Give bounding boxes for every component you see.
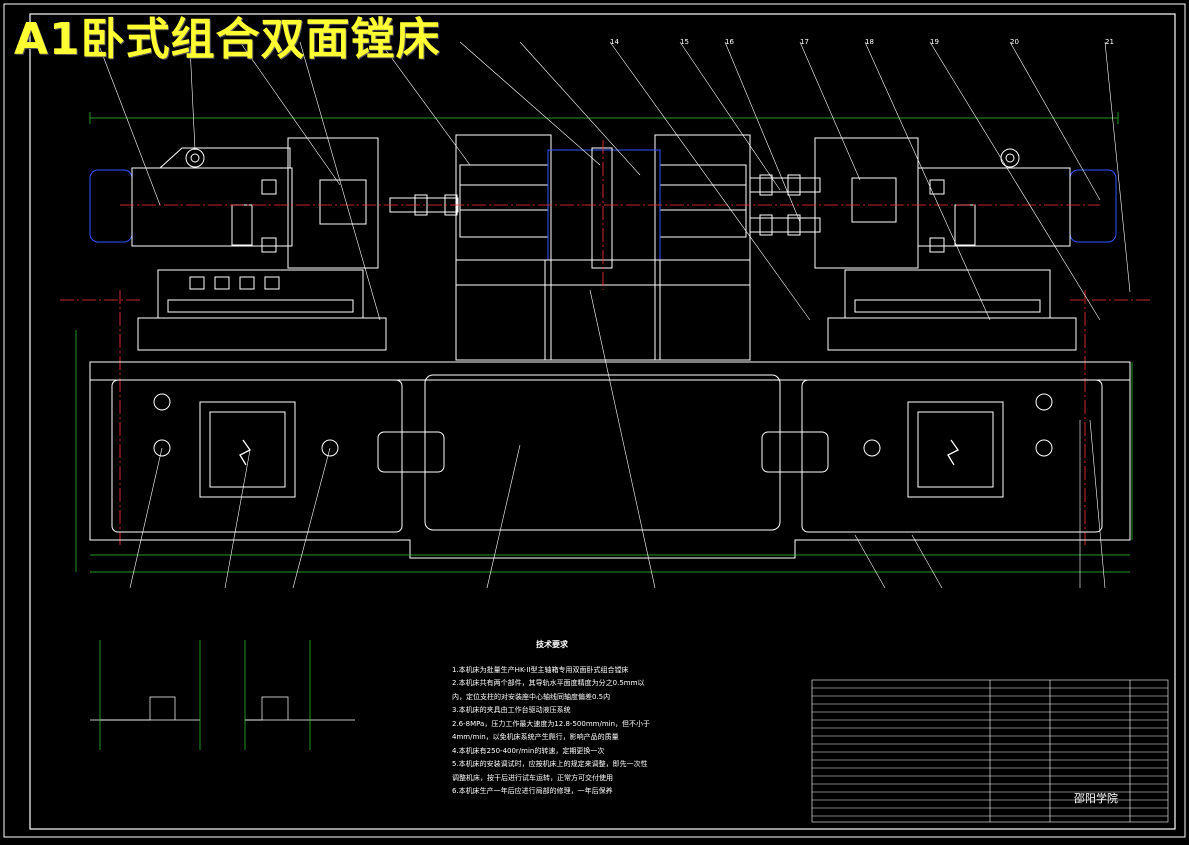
left-power-head (89, 137, 387, 351)
balloon-number: 20 (1010, 38, 1019, 46)
leader-lines (99, 41, 1131, 589)
balloon-number: 18 (865, 38, 874, 46)
inner-border (29, 13, 1176, 830)
technical-requirements: 技术要求 1.本机床为批量生产HK-II型主轴箱专用双面卧式组合镗床 2.本机床… (452, 638, 652, 799)
outer-border (3, 3, 1186, 838)
tech-req-item: 3.本机床的夹具由工作台驱动液压系统 (452, 706, 571, 714)
balloon-number: 15 (680, 38, 689, 46)
centre-lines (60, 140, 1150, 545)
tech-req-item: 4.本机床有250-400r/min的转速，定期更换一次 (452, 746, 605, 755)
balloon-number: 16 (725, 38, 734, 46)
work-cycle-diagrams (90, 640, 355, 750)
balloon-number: 17 (800, 38, 809, 46)
tech-req-item: 2.本机床共有两个部件，其导轨水平面度精度为分之0.5mm以内，定位支柱的对安装… (452, 679, 645, 701)
balloon-number: 21 (1105, 38, 1114, 46)
machine-bed (89, 361, 1131, 559)
dimension-lines (75, 112, 1133, 573)
tech-req-heading: 技术要求 (536, 640, 568, 649)
balloon-number: 19 (930, 38, 939, 46)
right-power-head (814, 137, 1117, 351)
tech-req-item: 1.本机床为批量生产HK-II型主轴箱专用双面卧式组合镗床 (452, 665, 629, 674)
top-balloon-labels: 14 15 16 17 18 19 20 21 (610, 38, 1114, 46)
drawing-title: A1卧式组合双面镗床 (14, 14, 441, 65)
title-block-school: 邵阳学院 (1074, 792, 1118, 805)
tech-req-item: 5.本机床的安装调试时，应按机床上的规定来调整，即先一次性调整机床，按干后进行试… (452, 760, 648, 782)
tech-req-item: 6.本机床生产一年后应进行局部的修理，一年后保养 (452, 787, 613, 795)
tech-req-item: 2.6-8MPa，压力工作最大速度为12.8-500mm/min，但不小于4mm… (452, 719, 651, 742)
balloon-number: 14 (610, 38, 619, 46)
parts-list-table (811, 679, 1169, 823)
